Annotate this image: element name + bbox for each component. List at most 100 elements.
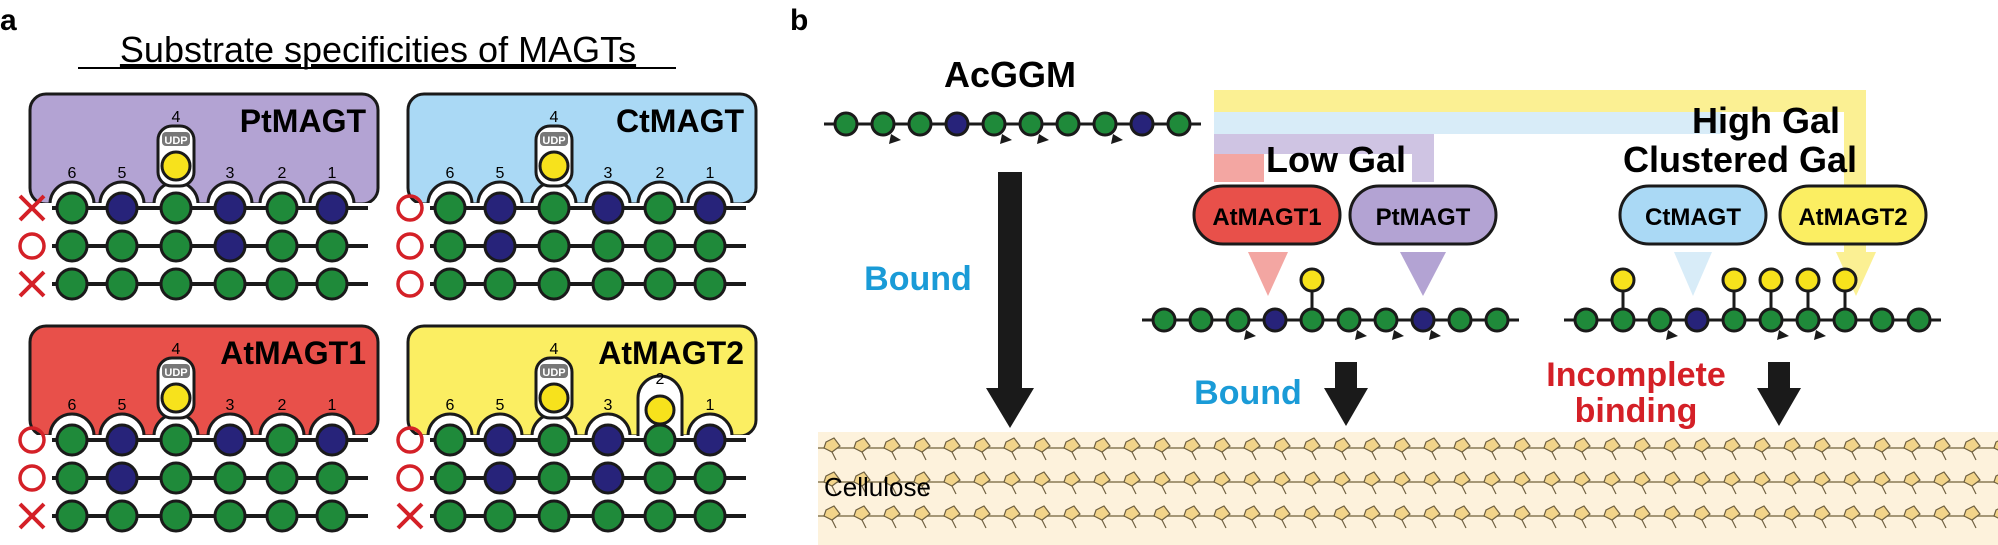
circle-mark xyxy=(18,464,46,492)
position-label: 5 xyxy=(496,397,505,414)
mannose-residue xyxy=(213,229,247,263)
mannose-residue xyxy=(213,191,247,225)
glucose-residue xyxy=(643,267,677,301)
mannose-residue xyxy=(105,423,139,457)
cross-mark xyxy=(18,502,46,530)
circle-mark xyxy=(18,426,46,454)
incomplete-label-1: Incomplete xyxy=(1546,356,1725,394)
glucose-residue xyxy=(591,499,625,533)
panel-a-label: a xyxy=(0,4,17,37)
bound-arrow-2 xyxy=(1324,362,1368,426)
enzyme-block-atmagt1: AtMAGT1654321UDP4 xyxy=(18,324,380,533)
udp-text: UDP xyxy=(164,135,187,147)
glucose-residue xyxy=(55,423,89,457)
circle-mark xyxy=(396,426,424,454)
glucose-residue xyxy=(265,229,299,263)
glucose-residue xyxy=(159,229,193,263)
position-label: 6 xyxy=(446,397,455,414)
mannose-residue xyxy=(693,191,727,225)
bound-arrow-1 xyxy=(986,172,1034,428)
galactose-branch xyxy=(1721,267,1747,293)
udp-badge xyxy=(540,364,568,378)
cross-mark xyxy=(18,194,46,222)
position-label: 3 xyxy=(226,165,235,182)
cross-mark xyxy=(396,502,424,530)
galactose-branch xyxy=(1832,267,1858,293)
glucose-residue xyxy=(55,191,89,225)
galactose-branch xyxy=(1795,267,1821,293)
glucose-residue xyxy=(159,423,193,457)
glucose-residue xyxy=(433,423,467,457)
position-label: 5 xyxy=(118,165,127,182)
glucose-residue xyxy=(537,191,571,225)
low-gal-chain xyxy=(1142,267,1519,340)
position-label: 6 xyxy=(446,165,455,182)
enzyme-name: CtMAGT xyxy=(616,103,744,139)
incomplete-label-2: binding xyxy=(1575,392,1698,430)
position-label: 2 xyxy=(656,371,665,388)
glucose-residue xyxy=(1484,307,1510,333)
position-label: 1 xyxy=(328,165,337,182)
galactose-donor xyxy=(160,150,192,182)
glucose-residue xyxy=(315,229,349,263)
galactose-donor xyxy=(538,150,570,182)
glucose-residue xyxy=(643,499,677,533)
glucose-residue xyxy=(591,229,625,263)
glucose-residue xyxy=(1721,307,1747,333)
circle-mark xyxy=(396,232,424,260)
mannose-residue xyxy=(1262,307,1288,333)
glucose-residue xyxy=(1647,307,1673,333)
glucose-residue xyxy=(213,267,247,301)
position-label: 4 xyxy=(550,109,559,126)
acggm-label: AcGGM xyxy=(944,54,1076,95)
bound-label-1: Bound xyxy=(864,260,972,298)
mannose-residue xyxy=(315,191,349,225)
galactose-donor xyxy=(160,382,192,414)
mannose-residue xyxy=(944,111,970,137)
position-label: 6 xyxy=(68,165,77,182)
glucose-residue xyxy=(55,461,89,495)
glucose-residue xyxy=(433,191,467,225)
glucose-residue xyxy=(55,267,89,301)
enzyme-name: AtMAGT1 xyxy=(220,335,366,371)
panel-a-title: Substrate specificities of MAGTs xyxy=(120,29,636,70)
mannose-residue xyxy=(483,191,517,225)
glucose-residue xyxy=(213,461,247,495)
cellulose-fibers xyxy=(818,437,1998,529)
mannose-residue xyxy=(693,423,727,457)
glucose-residue xyxy=(643,229,677,263)
glucose-residue xyxy=(265,191,299,225)
glucose-residue xyxy=(693,499,727,533)
position-label: 4 xyxy=(172,109,181,126)
glucose-residue xyxy=(265,499,299,533)
mannose-residue xyxy=(1684,307,1710,333)
high-gal-chain xyxy=(1564,267,1941,340)
galactose-donor xyxy=(538,382,570,414)
svg-text:CtMAGT: CtMAGT xyxy=(1645,204,1741,231)
glucose-residue xyxy=(1795,307,1821,333)
glucose-residue xyxy=(643,423,677,457)
glucose-residue xyxy=(537,499,571,533)
circle-mark xyxy=(18,232,46,260)
position-label: 1 xyxy=(328,397,337,414)
enzyme-pill-ptmagt: PtMAGT xyxy=(1348,184,1498,246)
glucose-residue xyxy=(265,267,299,301)
glucose-residue xyxy=(693,229,727,263)
glucose-residue xyxy=(159,267,193,301)
glucose-residue xyxy=(1336,307,1362,333)
clustered-gal-label: Clustered Gal xyxy=(1623,139,1857,180)
glucose-residue xyxy=(870,111,896,137)
incomplete-arrow xyxy=(1757,362,1801,426)
mannose-residue xyxy=(591,423,625,457)
mannose-residue xyxy=(1129,111,1155,137)
position-label: 5 xyxy=(496,165,505,182)
mannose-residue xyxy=(315,423,349,457)
mannose-residue xyxy=(105,191,139,225)
glucose-residue xyxy=(537,267,571,301)
low-gal-label: Low Gal xyxy=(1266,139,1406,180)
glucose-residue xyxy=(537,461,571,495)
glucose-residue xyxy=(213,499,247,533)
circle-mark xyxy=(396,194,424,222)
glucose-residue xyxy=(105,267,139,301)
glucose-residue xyxy=(693,461,727,495)
